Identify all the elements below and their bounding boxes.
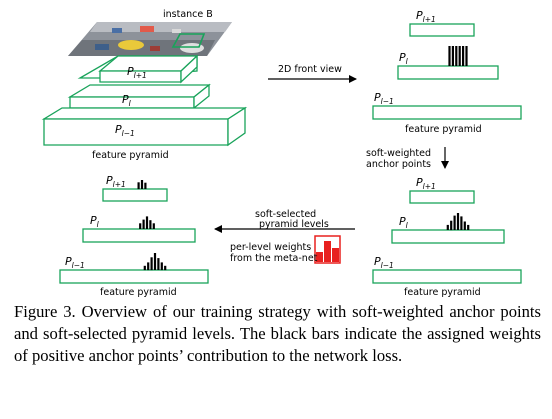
- fv-box-upper: [409, 23, 475, 37]
- feature-pyramid-caption-sw: feature pyramid: [404, 287, 481, 298]
- box-3d-mid-top: [67, 84, 211, 98]
- weight-bar: [139, 223, 142, 229]
- weight-bar: [144, 182, 147, 189]
- instance-bbox: [171, 33, 206, 48]
- meta-net-weights-icon: [314, 235, 341, 264]
- level-label-3d-upper: Pl+1: [127, 65, 147, 80]
- sw-box-lower: [372, 269, 522, 284]
- weight-bar: [456, 213, 460, 230]
- soft-weighted-pyramid: [372, 190, 522, 284]
- ss-weight-bars: [137, 180, 167, 271]
- scene-image: [68, 22, 232, 56]
- ss-box-lower: [59, 269, 209, 284]
- fv-box-mid: [397, 65, 499, 80]
- weight-bar: [164, 265, 167, 271]
- level-label-fv-lower: Pl−1: [374, 91, 394, 106]
- weight-bar: [458, 46, 461, 66]
- level-label-fv-upper: Pl+1: [416, 9, 436, 24]
- soft-weighted-label-1: soft-weighted: [366, 148, 431, 159]
- weight-bar: [451, 46, 454, 66]
- weight-bar: [455, 46, 458, 66]
- weight-bar: [465, 46, 468, 66]
- soft-selected-label-1: soft-selected: [255, 209, 316, 220]
- box-3d-lower: [43, 118, 229, 146]
- level-label-fv-mid: Pl: [399, 51, 409, 66]
- weight-bar: [142, 219, 145, 229]
- level-label-3d-lower: Pl−1: [115, 123, 135, 138]
- ss-box-upper: [102, 188, 168, 202]
- weight-bar: [463, 221, 466, 230]
- level-label-ss-lower: Pl−1: [65, 255, 85, 270]
- feature-pyramid-caption-3d: feature pyramid: [92, 150, 169, 161]
- soft-selected-pyramid: [59, 180, 209, 284]
- weight-bar: [150, 257, 153, 271]
- weight-bar: [467, 224, 470, 230]
- fv-weight-bars: [448, 46, 468, 66]
- level-label-ss-upper: Pl+1: [106, 174, 126, 189]
- weight-bar: [145, 216, 149, 229]
- front-view-label: 2D front view: [278, 64, 342, 75]
- level-label-3d-mid: Pl: [122, 93, 132, 108]
- weight-bar: [147, 262, 150, 271]
- level-label-sw-lower: Pl−1: [374, 255, 394, 270]
- level-label-sw-mid: Pl: [399, 215, 409, 230]
- box-3d-lower-top: [41, 107, 248, 120]
- weight-bar: [453, 215, 456, 230]
- weight-bar: [446, 224, 449, 230]
- feature-pyramid-caption-ss: feature pyramid: [100, 287, 177, 298]
- level-label-ss-mid: Pl: [90, 214, 100, 229]
- figure-caption: Figure 3. Overview of our training strat…: [14, 302, 541, 365]
- pyramid-3d: [41, 22, 248, 147]
- sw-weight-bars: [446, 213, 470, 231]
- weight-bar: [157, 258, 160, 270]
- weight-bar: [140, 180, 144, 189]
- ss-box-mid: [82, 228, 196, 243]
- weight-bar: [462, 46, 465, 66]
- fv-box-lower: [372, 105, 522, 120]
- figure-diagram: instance B 2D front view soft-weighted a…: [41, 9, 522, 298]
- meta-net-label-1: per-level weights: [230, 242, 311, 253]
- soft-selected-label-2: pyramid levels: [259, 219, 329, 230]
- soft-weighted-label-2: anchor points: [366, 159, 431, 170]
- weight-bar: [153, 253, 157, 270]
- weight-bar: [149, 220, 152, 229]
- weight-bar: [143, 265, 146, 271]
- feature-pyramid-caption-fv: feature pyramid: [405, 124, 482, 135]
- weight-bar: [160, 262, 163, 271]
- weight-bar: [152, 223, 155, 229]
- meta-net-label-2: from the meta-net: [230, 253, 318, 264]
- weight-bar: [460, 216, 463, 230]
- box-3d-mid: [69, 96, 195, 109]
- sw-box-mid: [391, 229, 505, 244]
- sw-box-upper: [409, 190, 475, 204]
- level-label-sw-upper: Pl+1: [416, 176, 436, 191]
- weight-bar: [137, 182, 140, 190]
- front-view: [372, 23, 522, 120]
- weight-bar: [450, 220, 453, 231]
- instance-label: instance B: [163, 9, 213, 20]
- weight-bar: [448, 46, 451, 66]
